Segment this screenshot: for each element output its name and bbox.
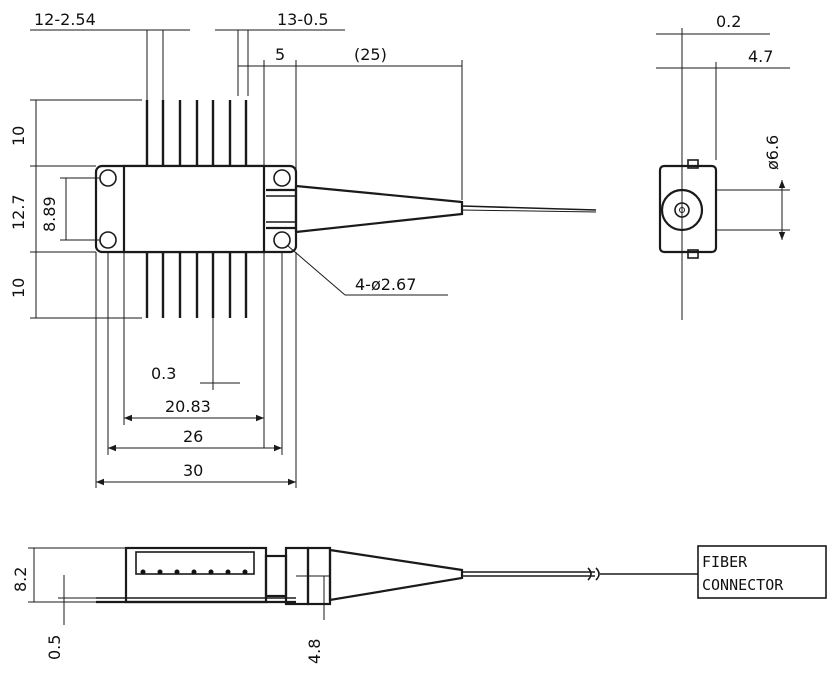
dim-pin-span: 20.83: [165, 397, 211, 416]
pins-bottom: [145, 250, 248, 318]
dim-pin-width: 13-0.5: [277, 10, 329, 29]
dim-fiber-axis-height: 4.8: [305, 639, 324, 664]
end-view: 0.2 4.7 ø6.6: [656, 12, 790, 320]
side-body: [124, 546, 268, 604]
connector-label-line2: CONNECTOR: [702, 576, 784, 594]
top-view: 12-2.54 13-0.5 5 (25) 10 12.7 8.89 10 4-…: [9, 10, 597, 488]
dim-body-length: 26: [183, 427, 203, 446]
dim-pin-pitch: 12-2.54: [34, 10, 96, 29]
module-body: [122, 164, 266, 254]
dim-fiber-offset: 5: [275, 45, 285, 64]
fiber-boot: [266, 184, 464, 234]
pins-top: [145, 100, 248, 168]
dim-flange-step: 0.5: [45, 635, 64, 660]
dim-ferrule-diameter: ø6.6: [763, 135, 782, 170]
ferrule-icon: [660, 188, 704, 232]
connector-label-line1: FIBER: [702, 553, 748, 571]
dim-flange-length: 30: [183, 461, 203, 480]
fiber-connector-box: [697, 545, 827, 599]
mount-hole-icon: [273, 231, 291, 249]
dim-pin-offset: 0.3: [151, 364, 176, 383]
dim-pin-length-top: 10: [9, 126, 28, 146]
side-pins: [140, 569, 248, 575]
fiber-line: [461, 205, 597, 211]
end-body: [658, 164, 718, 254]
dim-fiber-height: 4.7: [748, 47, 773, 66]
mount-hole-icon: [273, 169, 291, 187]
side-view: FIBER CONNECTOR 8.2 0.5 4.8: [11, 545, 827, 664]
dim-flange-thickness: 0.2: [716, 12, 741, 31]
dim-pin-length-bottom: 10: [9, 278, 28, 298]
dim-fiber-length: (25): [354, 45, 387, 64]
dim-body-width: 12.7: [9, 194, 28, 230]
dim-mount-holes: 4-ø2.67: [355, 275, 416, 294]
dim-height: 8.2: [11, 567, 30, 592]
dim-mount-spacing: 8.89: [40, 196, 59, 232]
